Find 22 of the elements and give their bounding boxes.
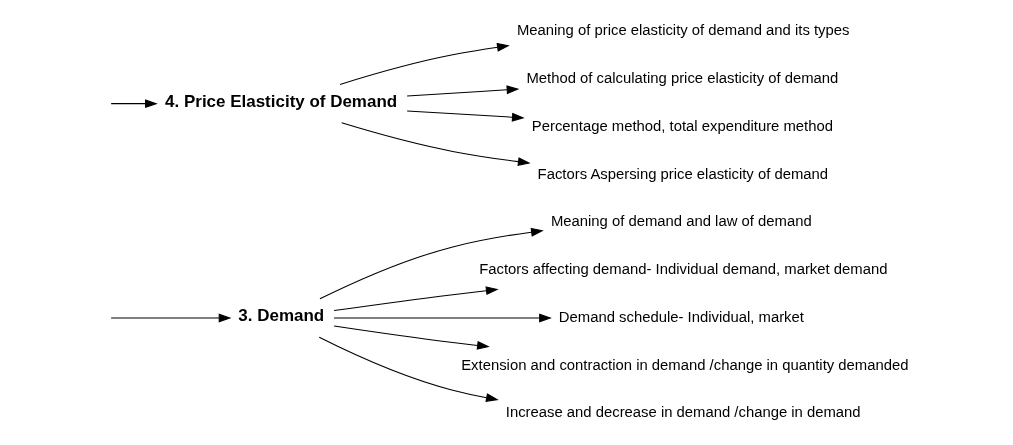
node-text: Extension and contraction in demand /change in quantity demanded: [460, 356, 908, 373]
arrow: [406, 110, 525, 122]
arrow: [333, 325, 490, 350]
arrow: [406, 85, 519, 97]
arrow: [333, 286, 499, 312]
node-text: Method of calculating price elasticity of demand: [525, 70, 838, 87]
arrow: [318, 336, 499, 402]
arrow: [110, 99, 158, 109]
node-text: Demand schedule- Individual, market: [558, 308, 804, 325]
node-text: Increase and decrease in demand /change in demand: [505, 404, 861, 421]
arrow: [339, 42, 510, 85]
arrow: [340, 122, 531, 166]
arrow: [318, 227, 544, 300]
node-text: Meaning of demand and law of demand: [550, 213, 812, 230]
node-text: Percentage method, total expenditure method: [531, 117, 833, 134]
node-text: 4. Price Elasticity of Demand: [164, 91, 397, 111]
node-text: Meaning of price elasticity of demand and its types: [516, 22, 849, 39]
node-text: Factors Aspersing price elasticity of demand: [537, 165, 828, 182]
node-text: 3. Demand: [237, 305, 324, 325]
arrow: [333, 313, 552, 323]
node-text: Factors affecting demand- Individual demand, market demand: [478, 261, 887, 278]
arrow: [110, 313, 231, 323]
